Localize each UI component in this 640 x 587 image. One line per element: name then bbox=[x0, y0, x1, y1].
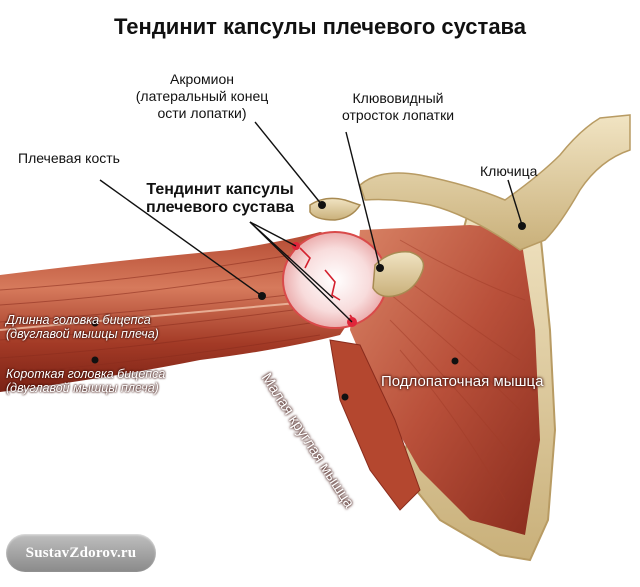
biceps-long-label: Длинна головка бицепса (двуглавой мышцы … bbox=[6, 313, 159, 341]
humerus-label: Плечевая кость bbox=[18, 150, 120, 166]
clavicle-label: Ключица bbox=[480, 163, 538, 179]
acromion-label-line1: Акромион bbox=[170, 71, 234, 87]
coracoid-label-line2: отросток лопатки bbox=[341, 107, 455, 123]
leader-lines bbox=[99, 121, 523, 323]
acromion-bone bbox=[309, 197, 362, 221]
subscapularis-muscle bbox=[350, 225, 540, 535]
coracoid-label: Клювовидный отросток лопатки bbox=[318, 90, 478, 124]
tendinitis-label: Тендинит капсулы плечевого сустава bbox=[140, 181, 300, 217]
teres-minor-muscle bbox=[329, 339, 421, 511]
clavicle-bone bbox=[359, 114, 631, 251]
coracoid-label-line1: Клювовидный bbox=[352, 90, 444, 106]
biceps-short-label: Короткая головка бицепса (двуглавой мышц… bbox=[6, 367, 165, 395]
marker-dots bbox=[91, 201, 526, 401]
acromion-label: Акромион (латеральный конец ости лопатки… bbox=[122, 71, 282, 122]
coracoid-process bbox=[372, 251, 425, 298]
tendinitis-label-line2: плечевого сустава bbox=[146, 199, 294, 216]
biceps-short-label-line2: (двуглавой мышцы плеча) bbox=[6, 381, 159, 395]
biceps-long-label-line2: (двуглавой мышцы плеча) bbox=[6, 327, 159, 341]
tendinitis-label-line1: Тендинит капсулы bbox=[146, 181, 294, 198]
watermark-badge: SustavZdorov.ru bbox=[6, 534, 156, 572]
subscapularis-label: Подлопаточная мышца bbox=[381, 373, 544, 390]
diagram-title: Тендинит капсулы плечевого сустава bbox=[113, 14, 527, 39]
biceps-long-label-line1: Длинна головка бицепса bbox=[6, 313, 151, 327]
acromion-label-line2: (латеральный конец bbox=[135, 88, 269, 104]
acromion-label-line3: ости лопатки) bbox=[157, 105, 247, 121]
biceps-short-label-line1: Короткая головка бицепса bbox=[6, 367, 166, 381]
